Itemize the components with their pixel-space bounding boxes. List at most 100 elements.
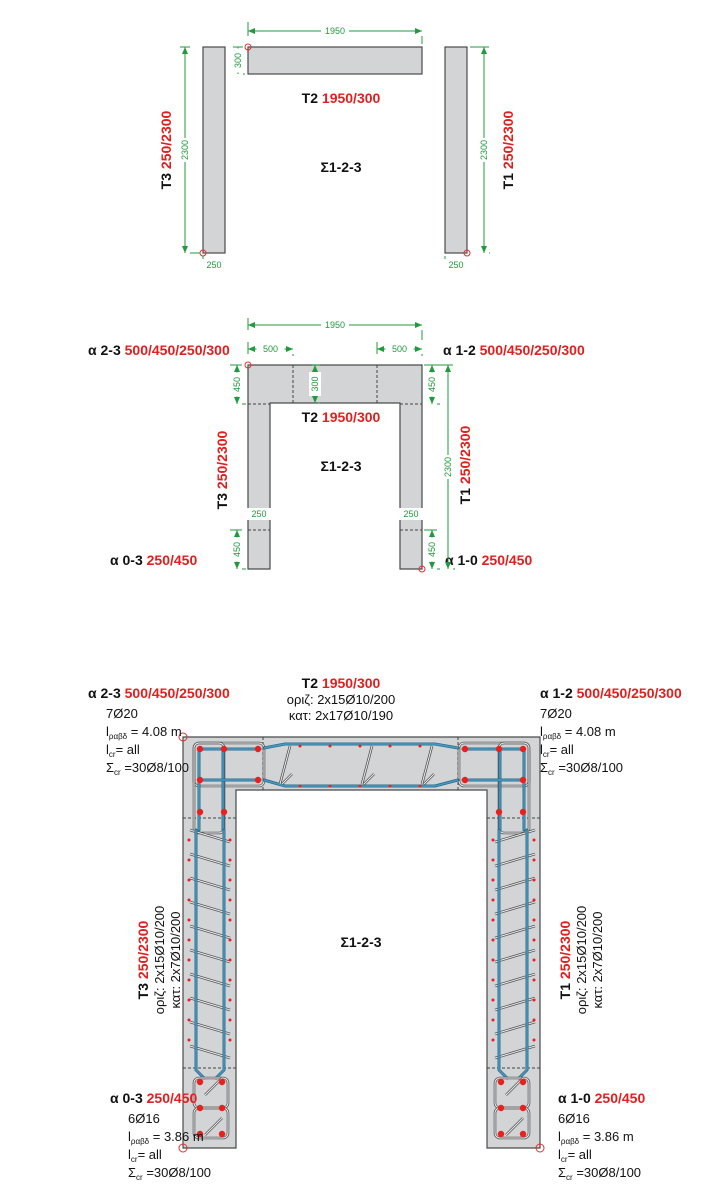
rebar-dot [497,1104,505,1112]
rebar-dot [298,744,302,748]
rebar-dot [519,1104,527,1112]
rebar-dot [491,898,495,902]
rebar-dot [532,878,536,882]
note-scr: Σcr =30Ø8/100 [540,760,623,777]
rebar-dot [228,918,232,922]
rebar-dot [418,784,422,788]
dimension-dim_450_tr: 450 [424,364,440,405]
rebar-dot [491,1038,495,1042]
label-a03: α 0-3 250/450 [110,1090,197,1106]
rebar-dot [220,808,228,816]
rebar-dot [228,998,232,1002]
rebar-dot [187,918,191,922]
rebar-dot [491,918,495,922]
rebar-dot [228,938,232,942]
dimension-dim_2300: 2300 [424,364,455,570]
reference-point [178,732,188,742]
rebar-dot [497,1078,505,1086]
svg-text:450: 450 [232,542,242,557]
reference-point [535,1143,545,1153]
svg-text:2300: 2300 [180,140,190,160]
wall-t2 [247,46,423,75]
rebar-dot [218,1078,226,1086]
rebar-dot [228,1038,232,1042]
dimension-dim_450_br: 450 [424,529,440,570]
rebar-dot [532,998,536,1002]
rebar-dot [228,838,232,842]
rebar-dot [491,998,495,1002]
svg-text:500: 500 [263,344,278,354]
rebar-dot [495,745,503,753]
rebar-dot [328,784,332,788]
reference-point [418,565,426,573]
rebar-dot [228,898,232,902]
rebar-dot [220,745,228,753]
t2-vertical-rebar: κατ: 2x17Ø10/190 [289,708,393,723]
dimension-dim_500_right: 500 [376,342,423,356]
dimension-dim_250_right: 250 [442,256,470,271]
rebar-dot [187,898,191,902]
bar-count: 7Ø20 [540,706,572,721]
t2-horizontal-rebar: οριζ: 2x15Ø10/200 [287,692,396,707]
rebar-dot [519,776,527,784]
rebar-dot [358,744,362,748]
dimension-dim_1950: 1950 [247,318,423,340]
rebar-dot [187,1018,191,1022]
label-t3-group: T3 250/2300 οριζ: 2x15Ø10/200 κατ: 2x7Ø1… [135,906,183,1015]
rebar-dot [254,745,262,753]
rebar-dot [187,878,191,882]
label-t3: T3 250/2300 [214,430,230,509]
rebar-dot [187,998,191,1002]
rebar-dot [519,1130,527,1138]
reference-point [244,361,252,369]
rebar-dot [196,1078,204,1086]
svg-text:250: 250 [206,260,221,270]
svg-text:1950: 1950 [325,26,345,36]
rebar-dot [532,978,536,982]
dimension-dim_300: 300 [309,364,321,404]
rebar-dot [418,744,422,748]
t3-vertical-rebar: κατ: 2x7Ø10/200 [168,911,183,1008]
dimension-dim_2300_left: 2300 [179,46,200,254]
rebar-dot [196,776,204,784]
svg-text:300: 300 [310,376,320,391]
rebar-dot [532,938,536,942]
note-scr: Σcr =30Ø8/100 [128,1165,211,1182]
rebar-dot [491,958,495,962]
svg-text:250: 250 [403,509,418,519]
rebar-dot [532,918,536,922]
rebar-dot [532,958,536,962]
reference-point [178,1143,188,1153]
rebar-dot [497,1130,505,1138]
rebar-dot [254,776,262,784]
rebar-dot [491,858,495,862]
diagram-separate-walls: T2 1950/300 Σ1-2-3 T3 250/2300 T1 250/23… [158,22,516,271]
dimension-dim_500_left: 500 [247,342,294,356]
label-a12: α 1-2 500/450/250/300 [443,342,585,358]
bar-count: 6Ø16 [128,1111,160,1126]
note-lcr: lcr= all [106,742,140,759]
wall-t3 [202,46,226,254]
rebar-dot [218,1104,226,1112]
rebar-dot [491,838,495,842]
svg-text:1950: 1950 [325,320,345,330]
label-t1: T1 250/2300 [500,110,516,189]
label-a12: α 1-2 500/450/250/300 [540,685,682,701]
rebar-dot [228,958,232,962]
rebar-dot [491,938,495,942]
bar-count: 6Ø16 [558,1111,590,1126]
system-label: Σ1-2-3 [320,458,361,474]
note-scr: Σcr =30Ø8/100 [106,760,189,777]
svg-text:300: 300 [233,53,243,68]
label-a10: α 1-0 250/450 [558,1090,645,1106]
rebar-dot [519,808,527,816]
rebar-dot [196,808,204,816]
rebar-dot [196,745,204,753]
rebar-dot [187,958,191,962]
rebar-dot [358,784,362,788]
rebar-dot [187,1038,191,1042]
dimension-dim_300: 300 [232,46,245,75]
svg-text:2300: 2300 [479,140,489,160]
